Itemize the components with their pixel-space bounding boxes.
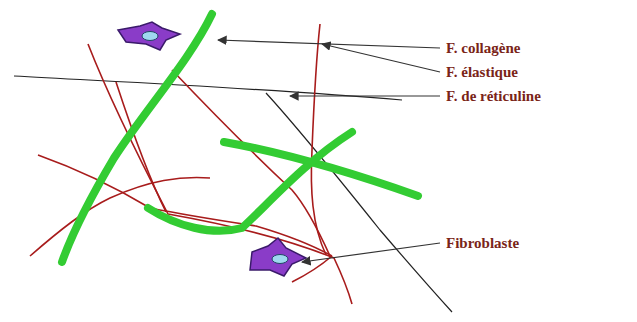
leader-line [302, 243, 440, 262]
elastic-fiber [266, 93, 452, 312]
part-label: F. élastique [444, 63, 520, 81]
fibroblast-cell [118, 22, 180, 50]
collagen-fibers [62, 14, 418, 262]
collagen-fiber [148, 132, 352, 231]
fibroblast-cell [250, 238, 306, 276]
leader-line [290, 95, 440, 96]
leader-line [218, 40, 440, 48]
part-label: F. collagène [444, 39, 522, 57]
reticulin-fiber [38, 155, 332, 256]
leader-lines [218, 40, 440, 262]
reticulin-fiber [311, 24, 326, 255]
elastic-fibers [14, 76, 452, 312]
part-label: F. de réticuline [444, 87, 543, 105]
part-label: Fibroblaste [444, 234, 521, 252]
leader-line [322, 44, 440, 72]
reticulin-fiber [88, 44, 352, 304]
reticulin-fiber [30, 178, 210, 256]
